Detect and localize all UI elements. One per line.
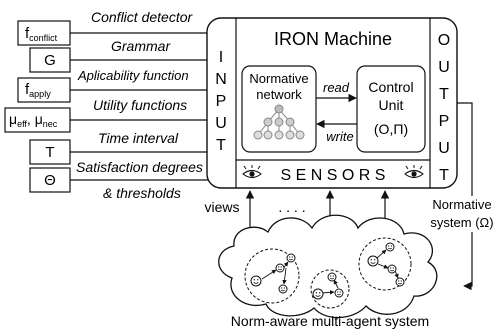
output-letter: T <box>439 167 449 184</box>
agent-link <box>261 269 277 280</box>
input-letter: U <box>215 115 227 132</box>
input-symbol: T <box>45 144 54 161</box>
svg-text:fapply: fapply <box>25 81 51 99</box>
input-symbol: μ <box>9 111 17 127</box>
agent-icon <box>334 288 344 298</box>
input-row-0: fconflict Conflict detector <box>17 9 219 46</box>
agent-link <box>333 279 339 289</box>
control-unit-box <box>356 65 426 153</box>
mas-cloud <box>218 214 438 319</box>
agent-icon <box>286 253 296 263</box>
svg-text:fconflict: fconflict <box>25 25 58 43</box>
input-label-thresholds: & thresholds <box>103 185 181 201</box>
sensors-label: S E N S O R S <box>281 167 386 184</box>
input-label-time-interval: Time interval <box>98 130 179 146</box>
output-letter: O <box>438 32 450 49</box>
agent-icon <box>250 275 262 287</box>
input-symbol: μ <box>35 111 43 127</box>
agent-link <box>282 267 287 285</box>
agent-link <box>321 290 335 295</box>
agent-link <box>376 249 387 259</box>
input-label-utility-functions: Utility functions <box>93 97 187 113</box>
input-row-1: G Grammar <box>29 38 219 73</box>
input-row-3: μeff, μnec Utility functions <box>4 97 219 133</box>
input-row-2: fapply Aplicability function <box>17 68 219 103</box>
output-letter: U <box>438 140 450 157</box>
agent-icon <box>385 242 395 252</box>
input-letter: P <box>216 93 227 110</box>
input-symbol: f <box>25 81 30 98</box>
normative-system-label-2: system (Ω) <box>430 215 493 230</box>
eye-icon <box>404 165 424 179</box>
agent-icon <box>278 284 288 294</box>
machine-title: IRON Machine <box>274 29 392 49</box>
write-label: write <box>326 129 353 144</box>
input-box-conflict <box>17 20 71 46</box>
agent-group <box>310 269 350 309</box>
output-connector <box>457 102 473 291</box>
output-letters: O U T P U T <box>438 32 450 184</box>
input-row-5: Θ Satisfaction degrees & thresholds <box>29 159 219 201</box>
output-letter: P <box>439 113 450 130</box>
agent-icon <box>312 288 324 300</box>
control-unit-label-1: Control <box>368 79 413 95</box>
input-label-grammar: Grammar <box>111 38 171 54</box>
views-label: views <box>204 199 239 215</box>
input-subscript: apply <box>29 89 51 99</box>
cloud-shape <box>218 214 438 319</box>
control-unit-label-2: Unit <box>379 97 404 113</box>
agent-icon <box>327 272 337 282</box>
control-unit-label-3: (O,Π) <box>374 121 408 137</box>
input-box-apply <box>17 77 71 103</box>
normative-network-label-2: network <box>256 87 302 102</box>
agent-icon <box>387 264 397 274</box>
input-label-conflict-detector: Conflict detector <box>91 9 193 25</box>
svg-text:μeff, μnec: μeff, μnec <box>9 111 58 129</box>
input-symbol: f <box>25 25 30 42</box>
agent-group <box>358 237 412 291</box>
agent-group <box>244 248 300 304</box>
agent-link <box>377 263 389 269</box>
eye-icon <box>242 165 262 179</box>
ellipsis-label: . . . . <box>278 199 305 215</box>
output-letter: U <box>438 59 450 76</box>
input-letter: N <box>215 71 227 88</box>
input-letters: I N P U T <box>215 49 227 154</box>
input-subscript: nec <box>43 119 58 129</box>
normative-network-label-1: Normative <box>249 71 308 86</box>
output-letter: T <box>439 86 449 103</box>
input-symbol: Θ <box>44 172 56 189</box>
input-subscript: eff <box>17 119 27 129</box>
normative-system-label-1: Normative <box>432 197 491 212</box>
mas-caption: Norm-aware multi-agent system <box>231 313 429 329</box>
input-label-applicability-function: Aplicability function <box>77 68 189 83</box>
input-subscript: conflict <box>29 33 58 43</box>
normative-system-label-bg <box>425 196 499 232</box>
network-graph-icon <box>253 104 305 140</box>
agent-icon <box>275 263 285 273</box>
input-row-4: T Time interval <box>29 130 219 165</box>
read-label: read <box>323 80 350 95</box>
input-label-satisfaction-degrees: Satisfaction degrees <box>76 159 203 175</box>
agent-icon <box>395 277 405 287</box>
input-letter: T <box>216 137 226 154</box>
iron-machine: I N P U T O U T P U T IRON Machine Norma… <box>206 17 458 189</box>
input-symbol: G <box>44 52 56 69</box>
input-letter: I <box>219 49 223 66</box>
agent-icon <box>367 255 379 267</box>
